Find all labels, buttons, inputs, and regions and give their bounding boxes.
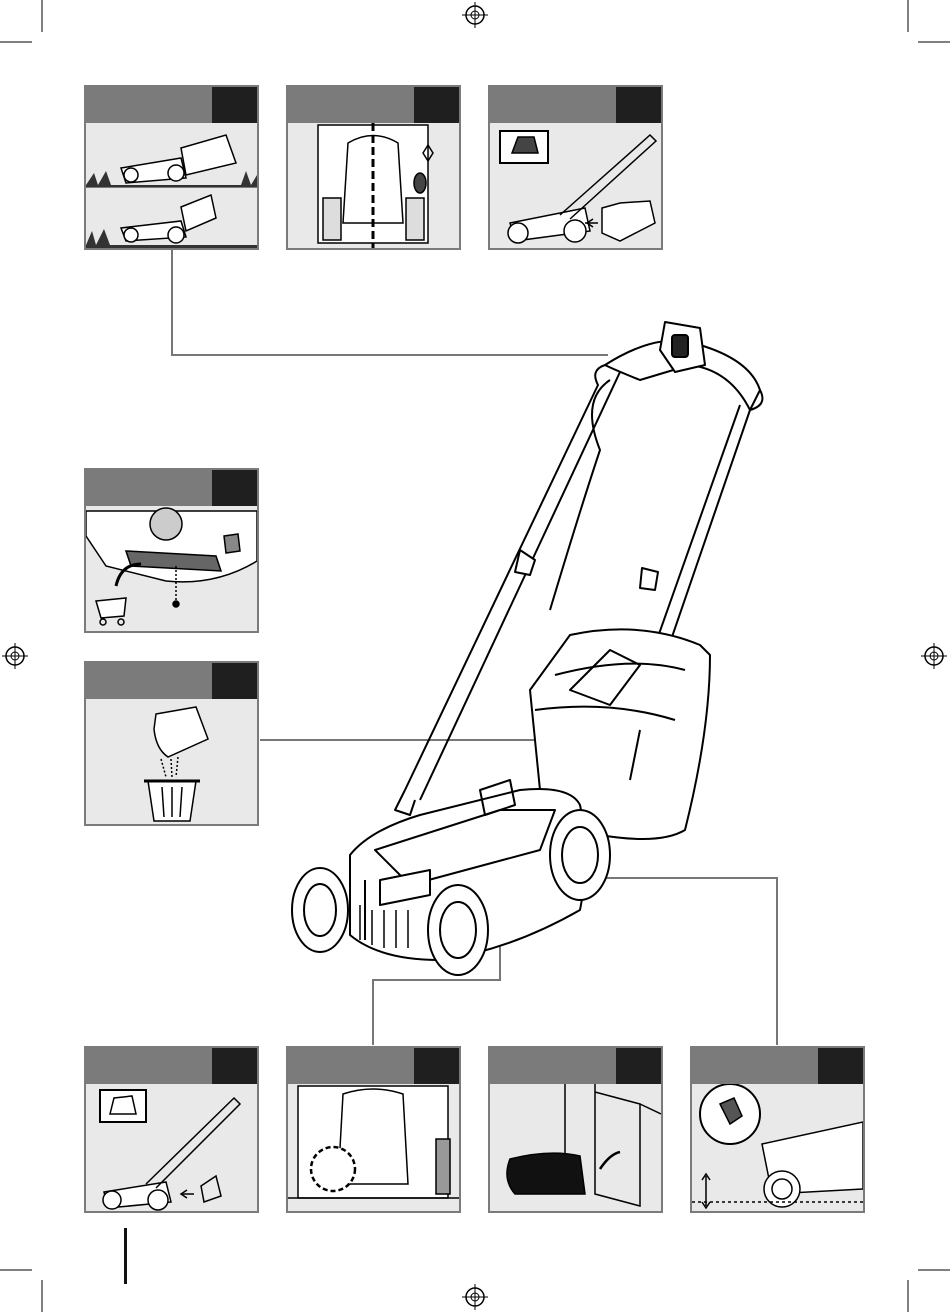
panel-cutting-height [690,1046,865,1213]
panel-header [288,1048,459,1084]
panel-header [86,87,257,123]
panel-header [86,1048,257,1084]
panel-cleaning-underside [286,1046,461,1213]
page-margin-bar [124,1228,127,1284]
lawnmower-illustration [280,310,780,980]
panel-attach-grass-box [488,85,663,250]
grass-box-icon [490,123,661,248]
storage-icon [490,1084,661,1211]
panel-header-block [212,663,257,699]
panel-header-block [616,1048,661,1084]
panel-header [288,87,459,123]
panel-header-block [212,87,257,123]
panel-header-block [212,470,257,506]
grass-height-icon [86,123,257,248]
underside-icon [288,1084,459,1211]
panel-blade-replace [84,468,259,633]
panel-header [86,470,257,506]
height-adjust-icon [692,1084,863,1211]
panel-header-block [616,87,661,123]
panel-header [692,1048,863,1084]
panel-storage [488,1046,663,1213]
bin-icon [86,699,257,824]
lawnmower-underside-icon [288,123,459,248]
panel-header [490,87,661,123]
panel-remove-grass-box [84,1046,259,1213]
panel-header [490,1048,661,1084]
panel-header-block [414,1048,459,1084]
blade-icon [86,506,257,631]
panel-header-block [212,1048,257,1084]
grass-box-icon [86,1084,257,1211]
panel-mow-heights [84,85,259,250]
panel-header-block [414,87,459,123]
panel-header [86,663,257,699]
panel-empty-grass-box [84,661,259,826]
panel-safety-check [286,85,461,250]
panel-header-block [818,1048,863,1084]
